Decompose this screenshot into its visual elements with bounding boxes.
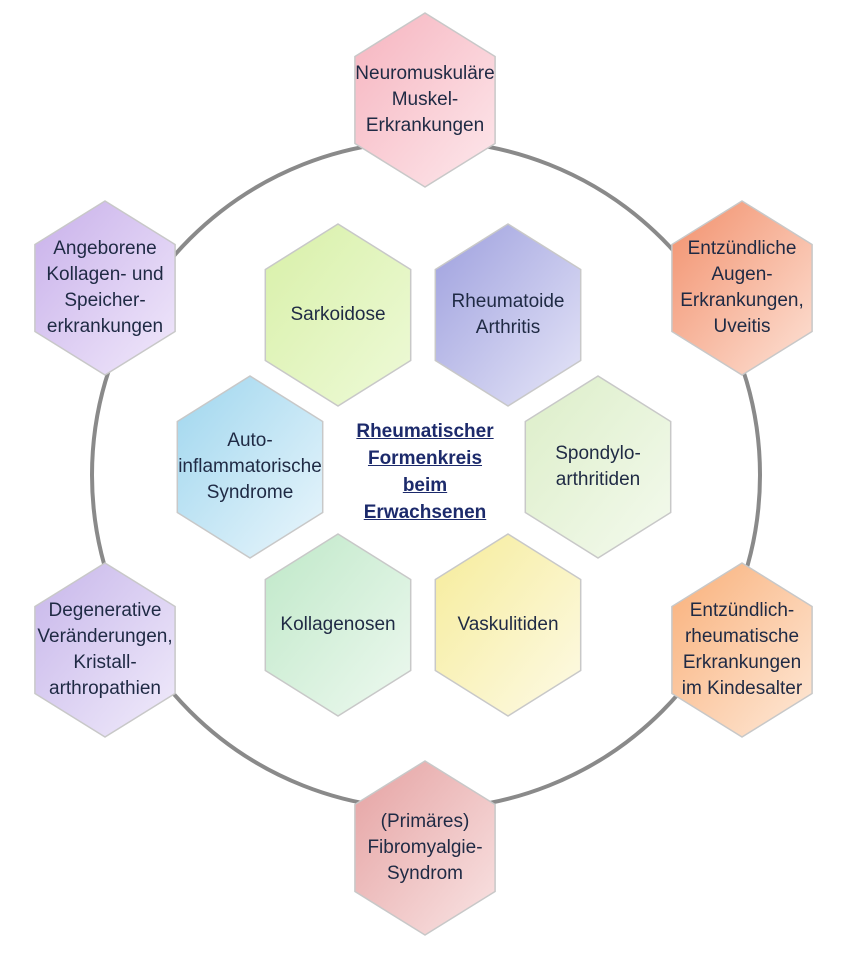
inner-hexagon-2: [524, 375, 672, 559]
inner-hexagon-0: [264, 223, 412, 407]
center-title: Rheumatischer Formenkreis beim Erwachsen…: [356, 421, 494, 523]
outer-hexagon-2: [671, 562, 813, 738]
outer-hexagon-4: [34, 562, 176, 738]
inner-hexagon-1: [434, 223, 582, 407]
inner-hexagon-3: [434, 533, 582, 717]
outer-hexagon-5: [34, 200, 176, 376]
inner-hexagon-4: [264, 533, 412, 717]
outer-hexagon-1: [671, 200, 813, 376]
outer-hexagon-3: [354, 760, 496, 936]
inner-hexagon-5: [176, 375, 324, 559]
outer-hexagon-0: [354, 12, 496, 188]
